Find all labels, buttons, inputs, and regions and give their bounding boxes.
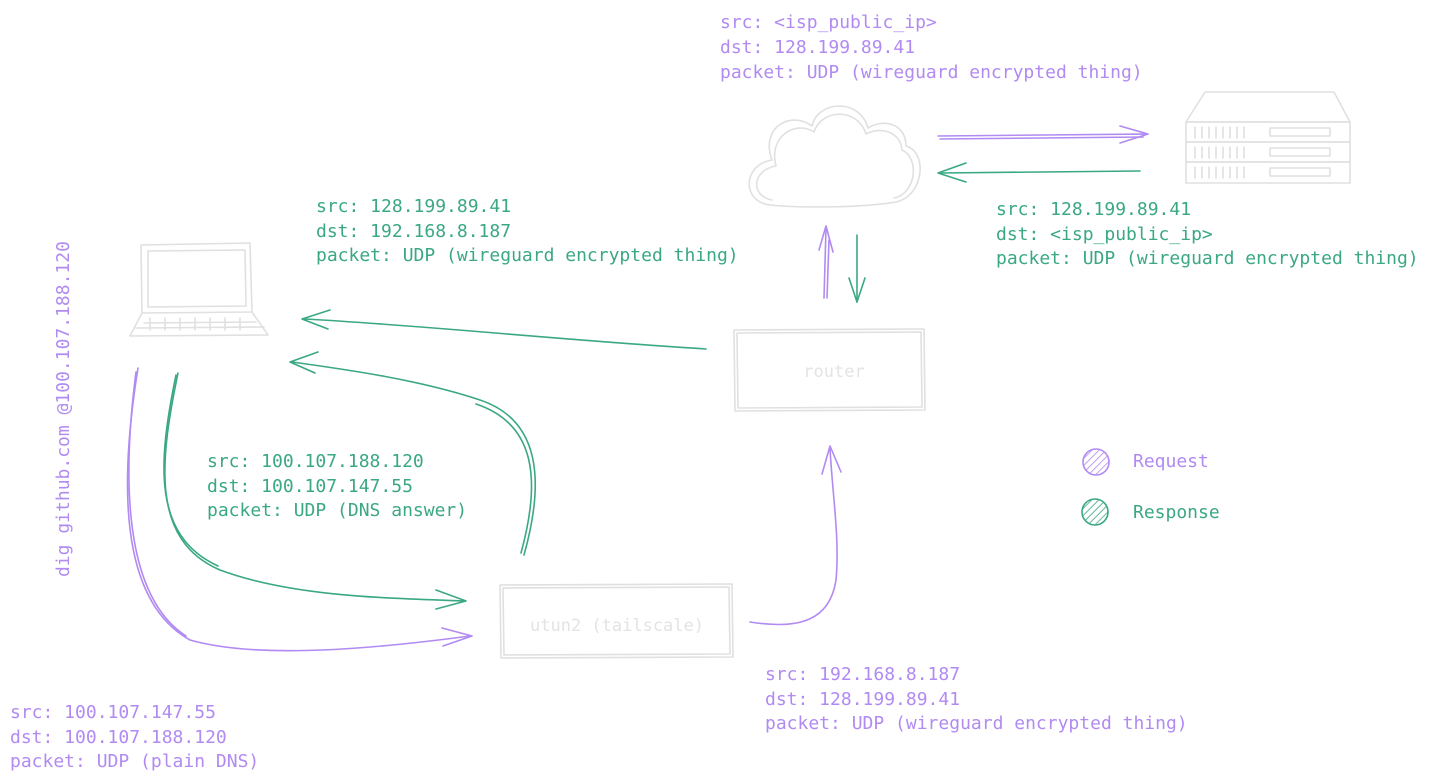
legend-request: Request	[1082, 448, 1209, 476]
dns-answer-dst: dst: 100.107.147.55	[207, 476, 413, 497]
server-response-src: src: 128.199.89.41	[996, 199, 1191, 220]
utun-label: utun2 (tailscale)	[530, 616, 704, 636]
laptop-to-utun-purple-arrow	[126, 367, 473, 652]
cloud-to-router-arrow	[848, 234, 866, 303]
top-request-label: src: <isp_public_ip> dst: 128.199.89.41 …	[720, 12, 1143, 83]
utun-node: utun2 (tailscale)	[499, 583, 734, 659]
utun-to-router-label: src: 192.168.8.187 dst: 128.199.89.41 pa…	[765, 664, 1188, 734]
legend-response: Response	[1081, 498, 1220, 526]
laptop-to-utun-green-arrow	[163, 372, 467, 610]
server-rack-icon	[1185, 91, 1351, 184]
router-laptop-packet: packet: UDP (wireguard encrypted thing)	[316, 245, 739, 266]
response-swatch	[1081, 498, 1109, 526]
dns-query-src: src: 100.107.147.55	[10, 702, 216, 723]
dns-answer-src: src: 100.107.188.120	[207, 451, 424, 472]
cloud-icon	[748, 105, 921, 208]
router-to-laptop-arrow	[301, 309, 707, 350]
utun-to-laptop-arrow	[289, 351, 537, 556]
dns-query-dst: dst: 100.107.188.120	[10, 727, 227, 748]
router-laptop-src: src: 128.199.89.41	[316, 196, 511, 217]
router-label: router	[803, 362, 864, 382]
server-response-packet: packet: UDP (wireguard encrypted thing)	[996, 248, 1419, 269]
dns-query-label: src: 100.107.147.55 dst: 100.107.188.120…	[10, 702, 259, 772]
top-src: src: <isp_public_ip>	[720, 12, 937, 33]
utun-to-router-arrow	[749, 445, 842, 626]
server-to-cloud-arrow	[937, 162, 1141, 183]
cloud-to-server-arrow	[937, 125, 1149, 144]
server-response-label: src: 128.199.89.41 dst: <isp_public_ip> …	[996, 199, 1419, 269]
dns-answer-label: src: 100.107.188.120 dst: 100.107.147.55…	[207, 451, 467, 521]
top-packet: packet: UDP (wireguard encrypted thing)	[720, 62, 1143, 83]
router-node: router	[733, 328, 926, 412]
router-to-laptop-label: src: 128.199.89.41 dst: 192.168.8.187 pa…	[316, 196, 739, 266]
request-swatch	[1082, 448, 1110, 476]
legend-response-label: Response	[1133, 502, 1220, 523]
laptop-icon	[129, 242, 269, 337]
dns-query-packet: packet: UDP (plain DNS)	[10, 751, 259, 772]
router-laptop-dst: dst: 192.168.8.187	[316, 221, 511, 242]
legend: Request Response	[1081, 448, 1220, 526]
utun-router-packet: packet: UDP (wireguard encrypted thing)	[765, 713, 1188, 734]
dig-command: dig github.com @100.107.188.120	[53, 241, 74, 577]
server-response-dst: dst: <isp_public_ip>	[996, 224, 1213, 245]
dns-answer-packet: packet: UDP (DNS answer)	[207, 500, 467, 521]
top-dst: dst: 128.199.89.41	[720, 37, 915, 58]
router-to-cloud-arrow	[818, 225, 834, 299]
utun-router-dst: dst: 128.199.89.41	[765, 689, 960, 710]
legend-request-label: Request	[1133, 451, 1209, 472]
utun-router-src: src: 192.168.8.187	[765, 664, 960, 685]
